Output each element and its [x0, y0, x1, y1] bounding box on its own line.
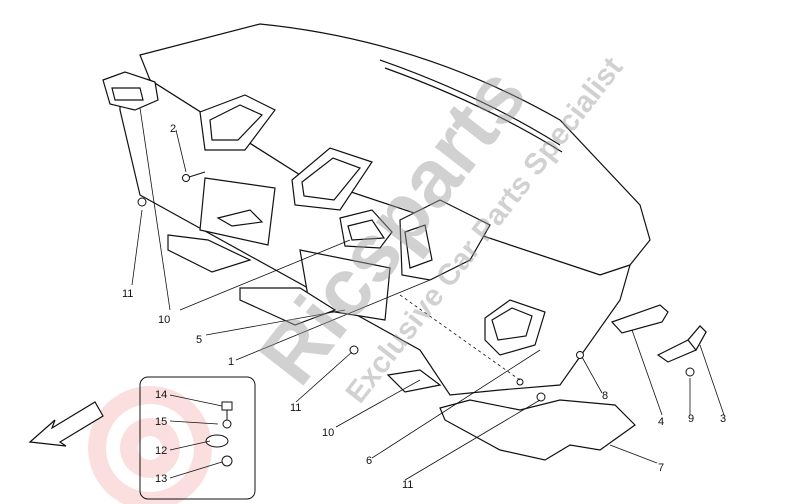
callout-9: 9	[688, 413, 694, 425]
callout-4: 4	[658, 416, 664, 428]
callout-10-bottom: 10	[322, 427, 334, 439]
callout-6: 6	[366, 455, 372, 467]
callout-11-bottom: 11	[402, 479, 413, 491]
front-direction-arrow-icon	[28, 401, 104, 447]
callout-12: 12	[155, 445, 167, 457]
side-brackets	[610, 304, 707, 363]
callout-7: 7	[658, 462, 664, 474]
callout-11-middle: 11	[290, 402, 301, 414]
callout-labels: 1 2 3 4 5 6 7 8 9 10 10 11 11 11 12 13 1…	[122, 123, 726, 491]
callout-15: 15	[155, 416, 167, 428]
callout-11-left: 11	[122, 288, 133, 300]
callout-2: 2	[170, 123, 176, 135]
callout-3: 3	[720, 413, 726, 425]
callout-13: 13	[155, 473, 167, 485]
callout-8: 8	[602, 390, 608, 402]
callout-5: 5	[196, 334, 202, 346]
parcel-shelf	[102, 23, 651, 396]
callout-1: 1	[228, 356, 234, 368]
callout-14: 14	[155, 389, 167, 401]
inset-detail	[139, 376, 256, 500]
callout-10-left: 10	[158, 314, 170, 326]
watermark-logo	[88, 386, 212, 504]
leader-lines	[131, 107, 725, 481]
